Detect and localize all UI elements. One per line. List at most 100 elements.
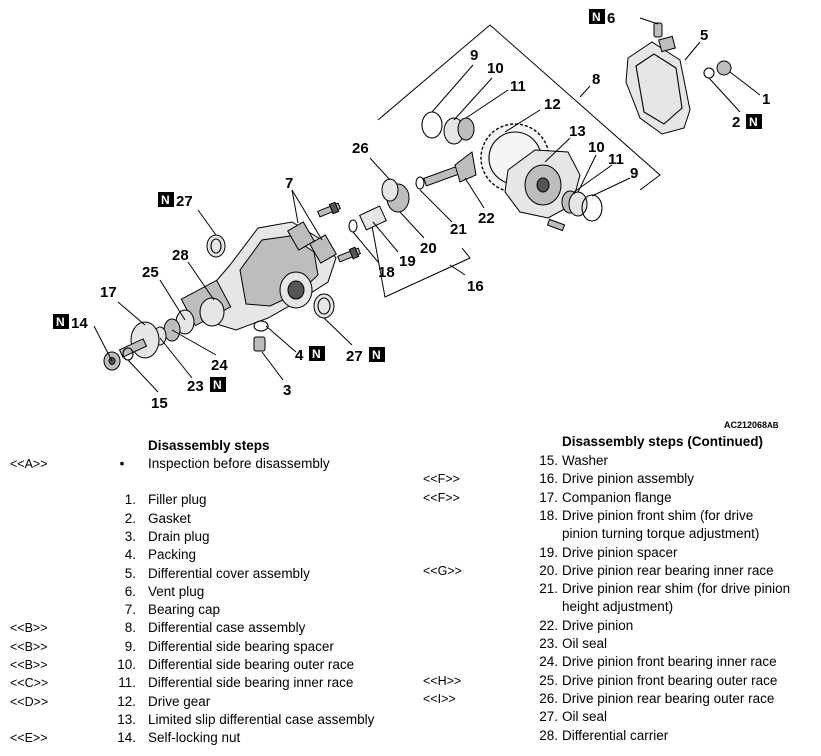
vent-plug bbox=[653, 22, 663, 38]
exploded-view-diagram: 1 2 N 3 4 N 5 N 6 7 8 9 10 11 12 13 10 1… bbox=[53, 9, 779, 430]
step-number: 11. bbox=[118, 675, 136, 691]
step-number: 25. bbox=[539, 672, 558, 688]
callout-7: 7 bbox=[285, 175, 293, 192]
step-number: 8. bbox=[124, 620, 136, 636]
step-number: 23. bbox=[539, 636, 558, 651]
drive-pinion bbox=[423, 151, 477, 187]
side-bearing-inner-race-11-upper bbox=[457, 117, 475, 141]
step-text: Oil seal bbox=[562, 636, 608, 651]
oil-seal-27-rear bbox=[206, 234, 226, 258]
callout-23: 23 bbox=[187, 378, 204, 395]
side-bearing-spacer-9-upper bbox=[421, 111, 443, 139]
step-number: 5. bbox=[124, 565, 136, 581]
step-text-continued: pinion turning torque adjustment) bbox=[562, 526, 760, 542]
step-text: Bearing cap bbox=[148, 602, 221, 618]
step-text: Drive pinion front bearing inner race bbox=[562, 654, 777, 670]
step-number: 13. bbox=[117, 711, 136, 727]
step-text: Filler plug bbox=[148, 492, 207, 508]
packing-4 bbox=[253, 320, 269, 332]
figure-code: AC212068AB bbox=[724, 420, 779, 430]
n-mark-27-side-text: N bbox=[372, 348, 381, 362]
step-text: Limited slip differential case assembly bbox=[148, 711, 375, 727]
step-text: Differential side bearing outer race bbox=[148, 657, 355, 672]
step-tag: <<B>> bbox=[10, 658, 48, 672]
companion-flange bbox=[118, 321, 160, 359]
step-text: Self-locking nut bbox=[148, 730, 241, 746]
step-number: 6. bbox=[124, 583, 136, 599]
rear-shim-21 bbox=[415, 176, 425, 190]
step-number: 3. bbox=[124, 528, 136, 544]
step-tag: <<F>> bbox=[423, 490, 460, 505]
step-number: 20. bbox=[539, 562, 558, 578]
step-number: 26. bbox=[539, 690, 558, 706]
callout-27-side: 27 bbox=[346, 348, 363, 365]
step-number: 4. bbox=[124, 547, 136, 563]
step-text: Gasket bbox=[148, 510, 191, 526]
step-number: 16. bbox=[539, 471, 558, 487]
front-shim-18 bbox=[348, 219, 358, 233]
step-number: 18. bbox=[539, 507, 558, 523]
n-mark-14 bbox=[53, 314, 69, 329]
drive-pinion-spacer bbox=[358, 205, 388, 231]
callout-9-right: 9 bbox=[630, 165, 638, 182]
n-mark-27-side bbox=[369, 347, 385, 362]
step-tag: <<D>> bbox=[10, 694, 49, 709]
right-column-heading: Disassembly steps (Continued) bbox=[562, 434, 764, 449]
step-text: Washer bbox=[562, 453, 609, 468]
callout-21: 21 bbox=[450, 221, 467, 238]
callout-22: 22 bbox=[478, 210, 495, 227]
n-mark-27-rear-text: N bbox=[161, 193, 170, 207]
bearing-cap-bolts bbox=[317, 201, 361, 263]
n-mark-6 bbox=[589, 9, 605, 24]
differential-cover-assembly bbox=[625, 35, 691, 135]
step-text: Companion flange bbox=[562, 489, 672, 505]
step-text: Differential side bearing inner race bbox=[148, 675, 354, 691]
step-text: Differential case assembly bbox=[148, 620, 306, 636]
callout-11-right: 11 bbox=[608, 151, 624, 168]
callout-1: 1 bbox=[762, 91, 770, 108]
n-mark-4 bbox=[309, 346, 325, 361]
callout-20: 20 bbox=[420, 240, 437, 257]
step-number: 24. bbox=[539, 654, 558, 670]
bracket-16 bbox=[369, 214, 471, 298]
step-number: 12. bbox=[117, 693, 136, 709]
n-mark-6-text: N bbox=[592, 10, 601, 24]
callout-4: 4 bbox=[295, 347, 304, 364]
step-text: Drive pinion spacer bbox=[562, 544, 678, 560]
n-mark-14-text: N bbox=[56, 315, 65, 329]
callout-8: 8 bbox=[592, 71, 600, 88]
step-text: Drive pinion bbox=[562, 617, 634, 633]
step-tag: <<C>> bbox=[10, 676, 49, 691]
left-column-heading: Disassembly steps bbox=[148, 438, 270, 453]
step-tag: <<E>> bbox=[10, 731, 48, 746]
rear-bearing-outer-race bbox=[381, 178, 399, 202]
step-text: Drive pinion assembly bbox=[562, 471, 695, 487]
step-tag: <<B>> bbox=[10, 621, 48, 636]
step-text: Drain plug bbox=[148, 528, 210, 544]
callout-10-upper: 10 bbox=[487, 60, 504, 77]
step-number: 21. bbox=[539, 581, 558, 597]
step-number: 9. bbox=[124, 638, 136, 654]
step-text: Drive pinion front bearing outer race bbox=[562, 672, 778, 688]
step-text-continued: height adjustment) bbox=[562, 599, 674, 615]
n-mark-2-text: N bbox=[749, 115, 758, 129]
step-number: 7. bbox=[124, 602, 136, 618]
callout-15: 15 bbox=[151, 395, 168, 412]
callout-5: 5 bbox=[700, 27, 708, 44]
step-number: 17. bbox=[539, 489, 558, 505]
callout-24: 24 bbox=[211, 357, 228, 374]
step-text: Drive pinion rear bearing inner race bbox=[562, 562, 774, 578]
step-tag: <<A>> bbox=[10, 457, 48, 471]
step-number: 22. bbox=[539, 617, 558, 633]
step-number: 28. bbox=[539, 727, 558, 743]
differential-carrier bbox=[180, 221, 337, 331]
step-text: Vent plug bbox=[148, 583, 205, 599]
limited-slip-differential-case bbox=[504, 149, 581, 219]
n-mark-4-text: N bbox=[312, 347, 321, 361]
step-number: 19. bbox=[539, 544, 558, 560]
case-bolt bbox=[546, 218, 566, 232]
callout-19: 19 bbox=[399, 253, 416, 270]
callout-leaders bbox=[93, 17, 761, 393]
filler-plug-1 bbox=[716, 60, 732, 76]
n-mark-2 bbox=[746, 114, 762, 129]
